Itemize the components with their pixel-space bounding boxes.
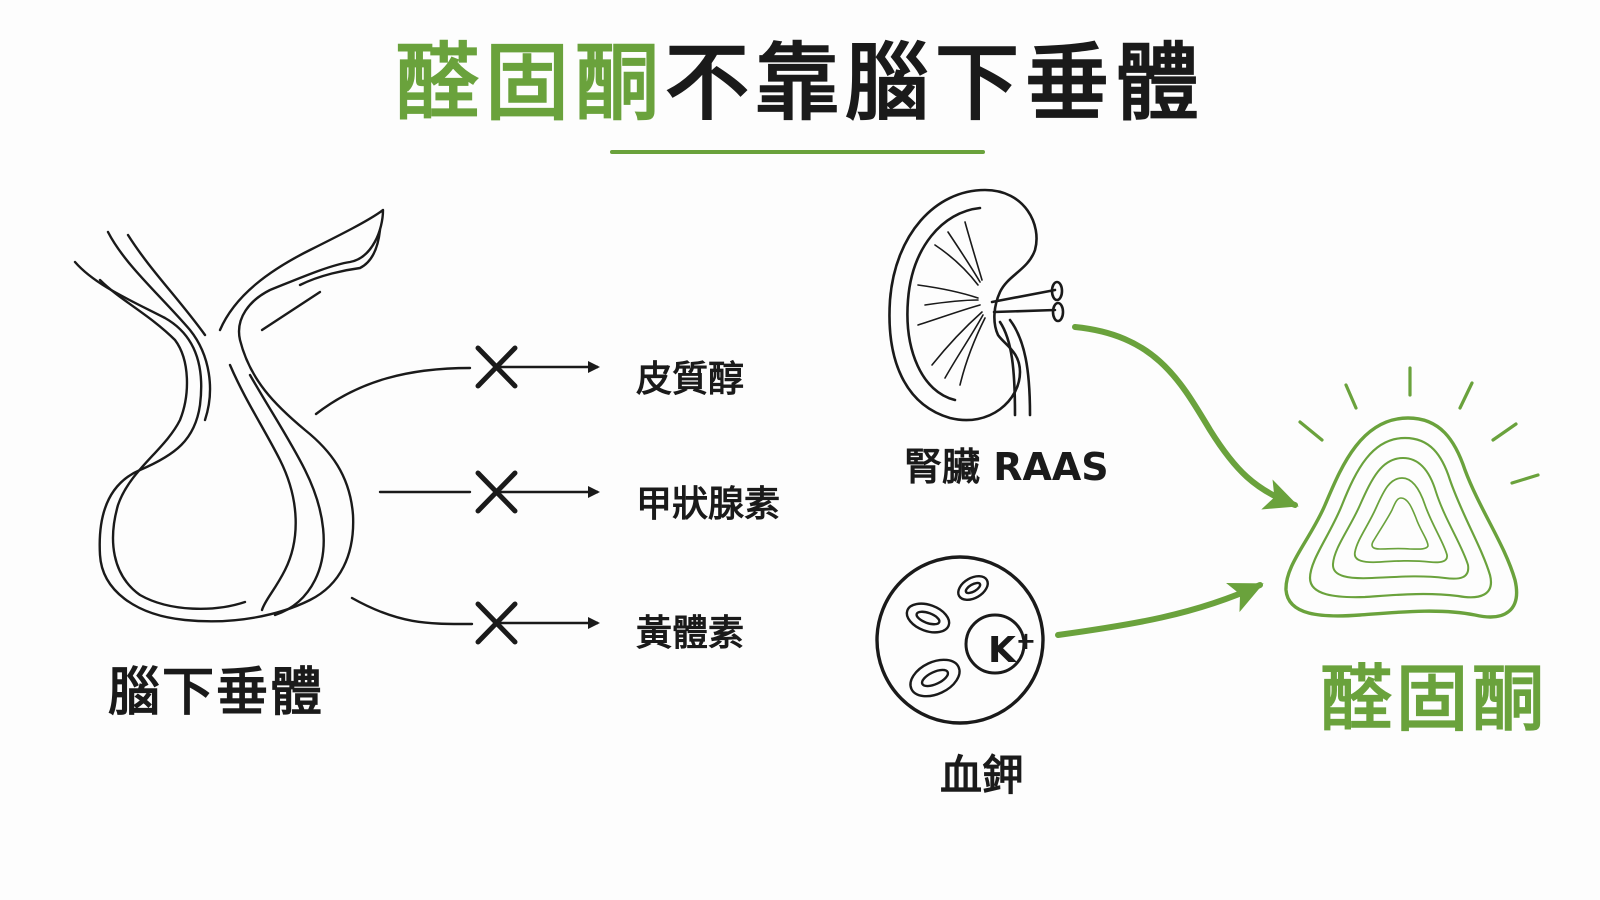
pituitary-illustration — [73, 208, 385, 623]
potassium-label: 血鉀 — [940, 751, 1025, 800]
kidney-label: 腎臟 RAAS — [904, 445, 1109, 489]
blocked-connectors — [314, 366, 474, 626]
blocked-x-icon — [475, 345, 518, 645]
green-arrows — [1055, 324, 1299, 638]
kidney-icon — [888, 188, 1065, 422]
potassium-ion-symbol: K+ — [988, 627, 1036, 671]
title-rest: 不靠腦下垂體 — [665, 34, 1206, 132]
aldosterone-label: 醛固酮 — [1320, 657, 1549, 741]
hormone-label-progesterone: 黃體素 — [636, 613, 745, 654]
ion-letter: K — [988, 630, 1016, 671]
adrenal-gland-icon — [1284, 366, 1540, 619]
ion-charge: + — [1015, 627, 1037, 655]
hormone-label-cortisol: 皮質醇 — [636, 359, 745, 400]
title-underline — [610, 150, 985, 154]
hormone-label-thyroxine: 甲狀腺素 — [636, 484, 781, 525]
title-highlight: 醛固酮 — [394, 34, 665, 132]
page-title: 醛固酮不靠腦下垂體 — [0, 28, 1600, 138]
pituitary-label: 腦下垂體 — [108, 663, 325, 723]
arrow-right-icon — [497, 361, 600, 629]
blood-cells-icon — [875, 555, 1045, 725]
